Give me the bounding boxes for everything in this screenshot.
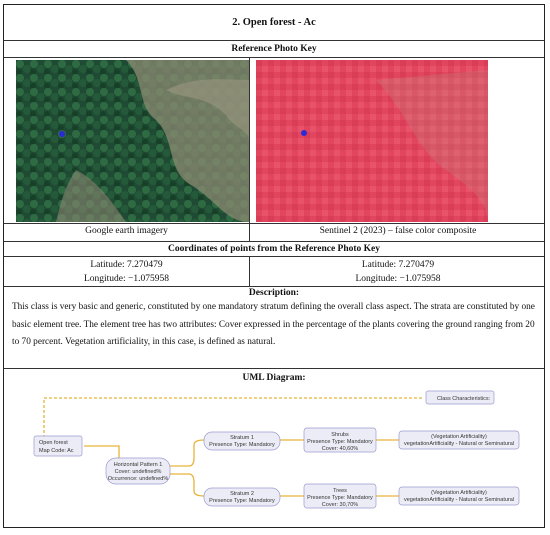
class-card: 2. Open forest - Ac Reference Photo Key (3, 4, 545, 528)
trees-name: Trees (333, 488, 347, 494)
pattern-cover: Cover: undefined% (115, 469, 162, 475)
attr1-node: (Vegetation Artificiality) vegetationArt… (398, 430, 520, 450)
class-characteristics-node: Class Characteristics: (425, 390, 495, 405)
stratum2-node: Stratum 2 Presence Type: Mandatory (203, 487, 281, 507)
right-longitude: Longitude: −1.075958 (355, 274, 441, 284)
attr2-node: (Vegetation Artificiality) vegetationArt… (398, 486, 520, 506)
class-characteristics-label: Class Characteristics: (437, 396, 491, 402)
google-earth-image (16, 60, 249, 222)
divider (4, 256, 544, 257)
stratum1-node: Stratum 1 Presence Type: Mandatory (203, 431, 281, 451)
connector-line (169, 439, 205, 467)
description-heading: Description: (248, 288, 300, 298)
stratum2-presence: Presence Type: Mandatory (209, 498, 275, 504)
right-latitude: Latitude: 7.270479 (361, 260, 435, 270)
divider (4, 57, 544, 58)
divider (4, 286, 544, 287)
stratum1-presence: Presence Type: Mandatory (209, 442, 275, 448)
google-earth-caption: Google earth imagery (85, 226, 168, 236)
uml-diagram: Class Characteristics: Open forest Map C… (24, 388, 524, 523)
coordinates-heading: Coordinates of points from the Reference… (167, 244, 381, 254)
pattern-occurrence: Occurrence: undefined% (108, 476, 169, 482)
trees-presence: Presence Type: Mandatory (307, 495, 373, 501)
pattern-name: Horizontal Pattern 1 (114, 462, 163, 468)
attr2-name: (Vegetation Artificiality) (431, 490, 487, 496)
attr1-name: (Vegetation Artificiality) (431, 434, 487, 440)
connector-line (43, 397, 424, 443)
description-text: This class is very basic and generic, co… (12, 302, 535, 347)
root-name: Open forest (39, 440, 68, 446)
divider (4, 223, 544, 224)
shrubs-cover: Cover: 40,60% (322, 446, 358, 452)
left-longitude: Longitude: −1.075958 (83, 274, 170, 284)
attr2-value: vegetationArtificiality - Natural or Sem… (404, 497, 514, 503)
uml-heading: UML Diagram: (242, 373, 306, 383)
shrubs-presence: Presence Type: Mandatory (307, 439, 373, 445)
divider (4, 368, 544, 369)
divider (249, 57, 250, 242)
trees-cover: Cover: 30,70% (322, 502, 358, 508)
divider (4, 40, 544, 41)
divider (4, 241, 544, 242)
page-title: 2. Open forest - Ac (232, 17, 316, 28)
attr1-value: vegetationArtificiality - Natural or Sem… (404, 441, 514, 447)
photo-key-heading: Reference Photo Key (231, 44, 317, 54)
trees-node: Trees Presence Type: Mandatory Cover: 30… (303, 483, 377, 509)
sentinel-caption: Sentinel 2 (2023) – false color composit… (319, 226, 477, 236)
pattern-node: Horizontal Pattern 1 Cover: undefined% O… (105, 457, 171, 485)
divider (249, 256, 250, 286)
sentinel-image (256, 60, 488, 222)
stratum1-name: Stratum 1 (230, 435, 254, 441)
left-latitude: Latitude: 7.270479 (90, 260, 163, 270)
stratum2-name: Stratum 2 (230, 491, 254, 497)
shrubs-name: Shrubs (331, 432, 349, 438)
connector-line (84, 445, 120, 458)
root-code: Map Code: Ac (39, 448, 74, 454)
root-node: Open forest Map Code: Ac (33, 435, 83, 457)
connector-line (169, 473, 205, 497)
shrubs-node: Shrubs Presence Type: Mandatory Cover: 4… (303, 427, 377, 453)
